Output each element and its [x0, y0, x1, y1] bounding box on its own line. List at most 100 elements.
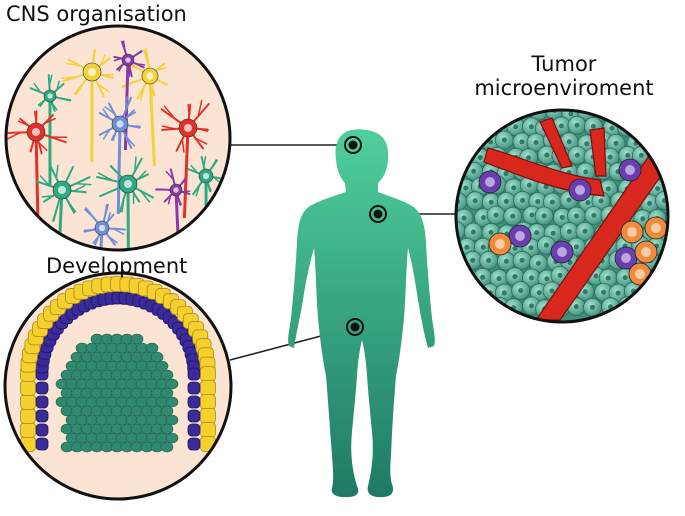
tumor-nucleus — [671, 244, 676, 249]
tumor-nucleus — [537, 290, 542, 295]
tumor-nucleus — [574, 244, 579, 249]
tumor-nucleus — [590, 305, 595, 310]
tumor-nucleus — [583, 169, 588, 174]
tumor-nucleus — [489, 200, 494, 205]
label-development: Development — [46, 254, 187, 278]
dev-cell — [161, 388, 173, 398]
tumor-nucleus — [478, 155, 483, 160]
tumor-cell — [648, 118, 666, 136]
tumor-nucleus — [567, 229, 572, 234]
tumor-cell — [472, 118, 490, 136]
tumor-nucleus — [639, 153, 644, 158]
tumor-nucleus — [529, 275, 534, 280]
tumor-nucleus — [455, 168, 460, 173]
dev-cell — [166, 379, 178, 389]
tumor-nucleus — [520, 198, 525, 203]
tumor-nucleus — [504, 199, 509, 204]
tumor-cell — [659, 131, 677, 149]
tumor-nucleus — [527, 183, 532, 188]
tumor-nucleus — [473, 289, 478, 294]
tumor-cell — [496, 105, 514, 123]
tumor-nucleus — [511, 185, 516, 190]
tumor-nucleus — [471, 169, 476, 174]
tumor-nucleus — [585, 200, 590, 205]
dev-tile — [201, 395, 216, 410]
dev-tile — [201, 423, 216, 438]
tumor-nucleus — [478, 303, 483, 308]
tumor-inset — [447, 101, 684, 322]
tumor-cell — [642, 103, 660, 121]
tumor-nucleus — [544, 243, 549, 248]
tumor-nucleus — [664, 110, 669, 115]
tumor-nucleus — [478, 124, 483, 129]
tumor-nucleus — [606, 186, 611, 191]
tumor-nucleus — [536, 261, 541, 266]
tumor-nucleus — [591, 124, 596, 129]
tumor-nucleus — [550, 288, 555, 293]
tumor-nucleus — [457, 291, 462, 296]
immune-cell — [509, 225, 531, 247]
immune-cell — [621, 221, 643, 243]
tumor-nucleus — [551, 231, 556, 236]
tumor-nucleus — [638, 305, 643, 310]
tumor-nucleus — [480, 275, 485, 280]
tumor-nucleus — [471, 230, 476, 235]
tumor-nucleus — [463, 186, 468, 191]
tumor-nucleus — [608, 155, 613, 160]
tumor-nucleus — [529, 303, 534, 308]
tumor-nucleus — [535, 199, 540, 204]
dev-cell — [166, 415, 178, 425]
tumor-nucleus — [591, 213, 596, 218]
tumor-cell — [631, 118, 649, 136]
tumor-cell — [625, 104, 643, 122]
tumor-nucleus — [655, 306, 660, 311]
dev-cell — [166, 433, 178, 443]
dev-tile — [188, 382, 200, 394]
dev-cell — [166, 397, 178, 407]
tumor-nucleus — [566, 198, 571, 203]
immune-cell — [479, 171, 501, 193]
tumor-nucleus — [654, 153, 659, 158]
tumor-nucleus — [504, 171, 509, 176]
tumor-nucleus — [593, 274, 598, 279]
tumor-nucleus — [655, 186, 660, 191]
immune-cell — [645, 217, 667, 239]
dev-cell — [131, 334, 143, 344]
tumor-cell — [656, 283, 674, 301]
tumor-nucleus — [625, 153, 630, 158]
tumor-nucleus — [473, 109, 478, 114]
tumor-nucleus — [648, 110, 653, 115]
tumor-nucleus — [462, 215, 467, 220]
tumor-nucleus — [529, 124, 534, 129]
tumor-nucleus — [598, 198, 603, 203]
tumor-nucleus — [671, 123, 676, 128]
dev-tile — [36, 438, 48, 450]
dev-cell — [161, 442, 173, 452]
tumor-nucleus — [601, 290, 606, 295]
tumor-nucleus — [672, 215, 677, 220]
tumor-nucleus — [481, 215, 486, 220]
tumor-nucleus — [558, 273, 563, 278]
tumor-nucleus — [544, 276, 549, 281]
tumor-cell — [666, 179, 684, 197]
human-body-silhouette — [288, 129, 435, 497]
tumor-nucleus — [616, 291, 621, 296]
tumor-nucleus — [512, 274, 517, 279]
tumor-nucleus — [665, 138, 670, 143]
tumor-nucleus — [486, 258, 491, 263]
tumor-nucleus — [520, 258, 525, 263]
tumor-nucleus — [672, 186, 677, 191]
tumor-nucleus — [568, 111, 573, 116]
tumor-nucleus — [454, 260, 459, 265]
dev-cell — [161, 424, 173, 434]
development-inset — [5, 273, 231, 499]
dev-tile — [188, 438, 200, 450]
tumor-nucleus — [559, 123, 564, 128]
tumor-nucleus — [623, 275, 628, 280]
tumor-nucleus — [463, 155, 468, 160]
tumor-cell — [664, 266, 682, 284]
dev-cell — [156, 361, 168, 371]
dev-tile — [201, 381, 216, 396]
tumor-nucleus — [463, 305, 468, 310]
tumor-cell — [456, 298, 474, 316]
